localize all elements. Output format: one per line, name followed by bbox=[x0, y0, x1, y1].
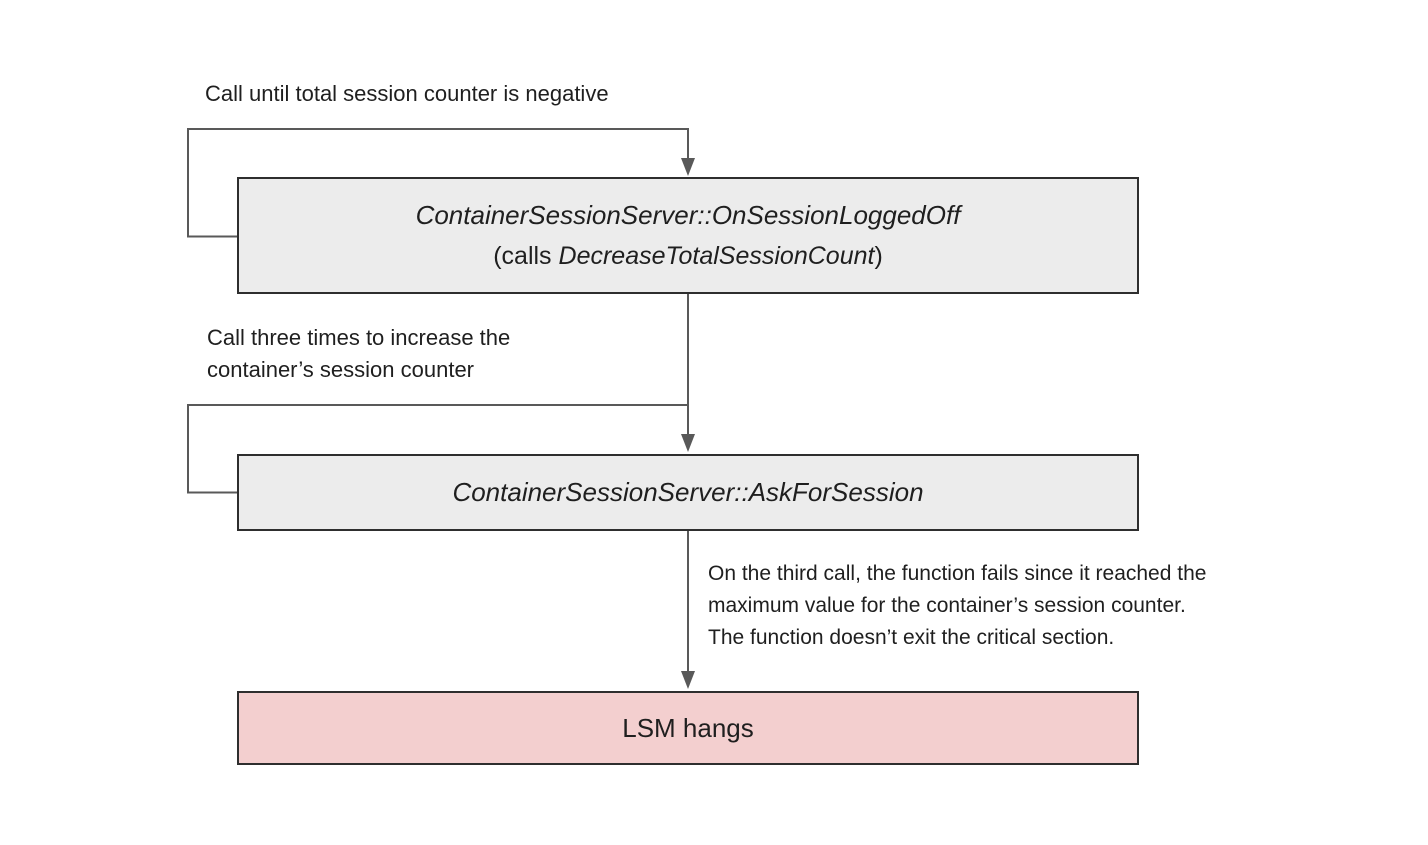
node-ask-for-session: ContainerSessionServer::AskForSession bbox=[237, 454, 1139, 531]
arrow-down-head-icon bbox=[681, 434, 695, 452]
node-lsm-hangs: LSM hangs bbox=[237, 691, 1139, 765]
node-lsm-hangs-title: LSM hangs bbox=[622, 712, 754, 743]
arrow-down-head-icon bbox=[681, 671, 695, 689]
subtitle-prefix: (calls bbox=[493, 241, 559, 270]
label-failure-note: On the third call, the function fails si… bbox=[708, 562, 1207, 649]
label-call-three-times: Call three times to increase the contain… bbox=[207, 325, 511, 382]
arrow-down-head-icon bbox=[681, 158, 695, 176]
node-ask-for-session-title: ContainerSessionServer::AskForSession bbox=[452, 477, 924, 508]
subtitle-suffix: ) bbox=[874, 241, 883, 270]
node-on-session-logged-off-title: ContainerSessionServer::OnSessionLoggedO… bbox=[415, 199, 961, 230]
node-on-session-logged-off: ContainerSessionServer::OnSessionLoggedO… bbox=[237, 177, 1139, 294]
label-loop-until-negative: Call until total session counter is nega… bbox=[205, 81, 609, 106]
node-on-session-logged-off-subtitle: (calls DecreaseTotalSessionCount) bbox=[493, 241, 883, 271]
subtitle-function-name: DecreaseTotalSessionCount bbox=[558, 241, 875, 270]
